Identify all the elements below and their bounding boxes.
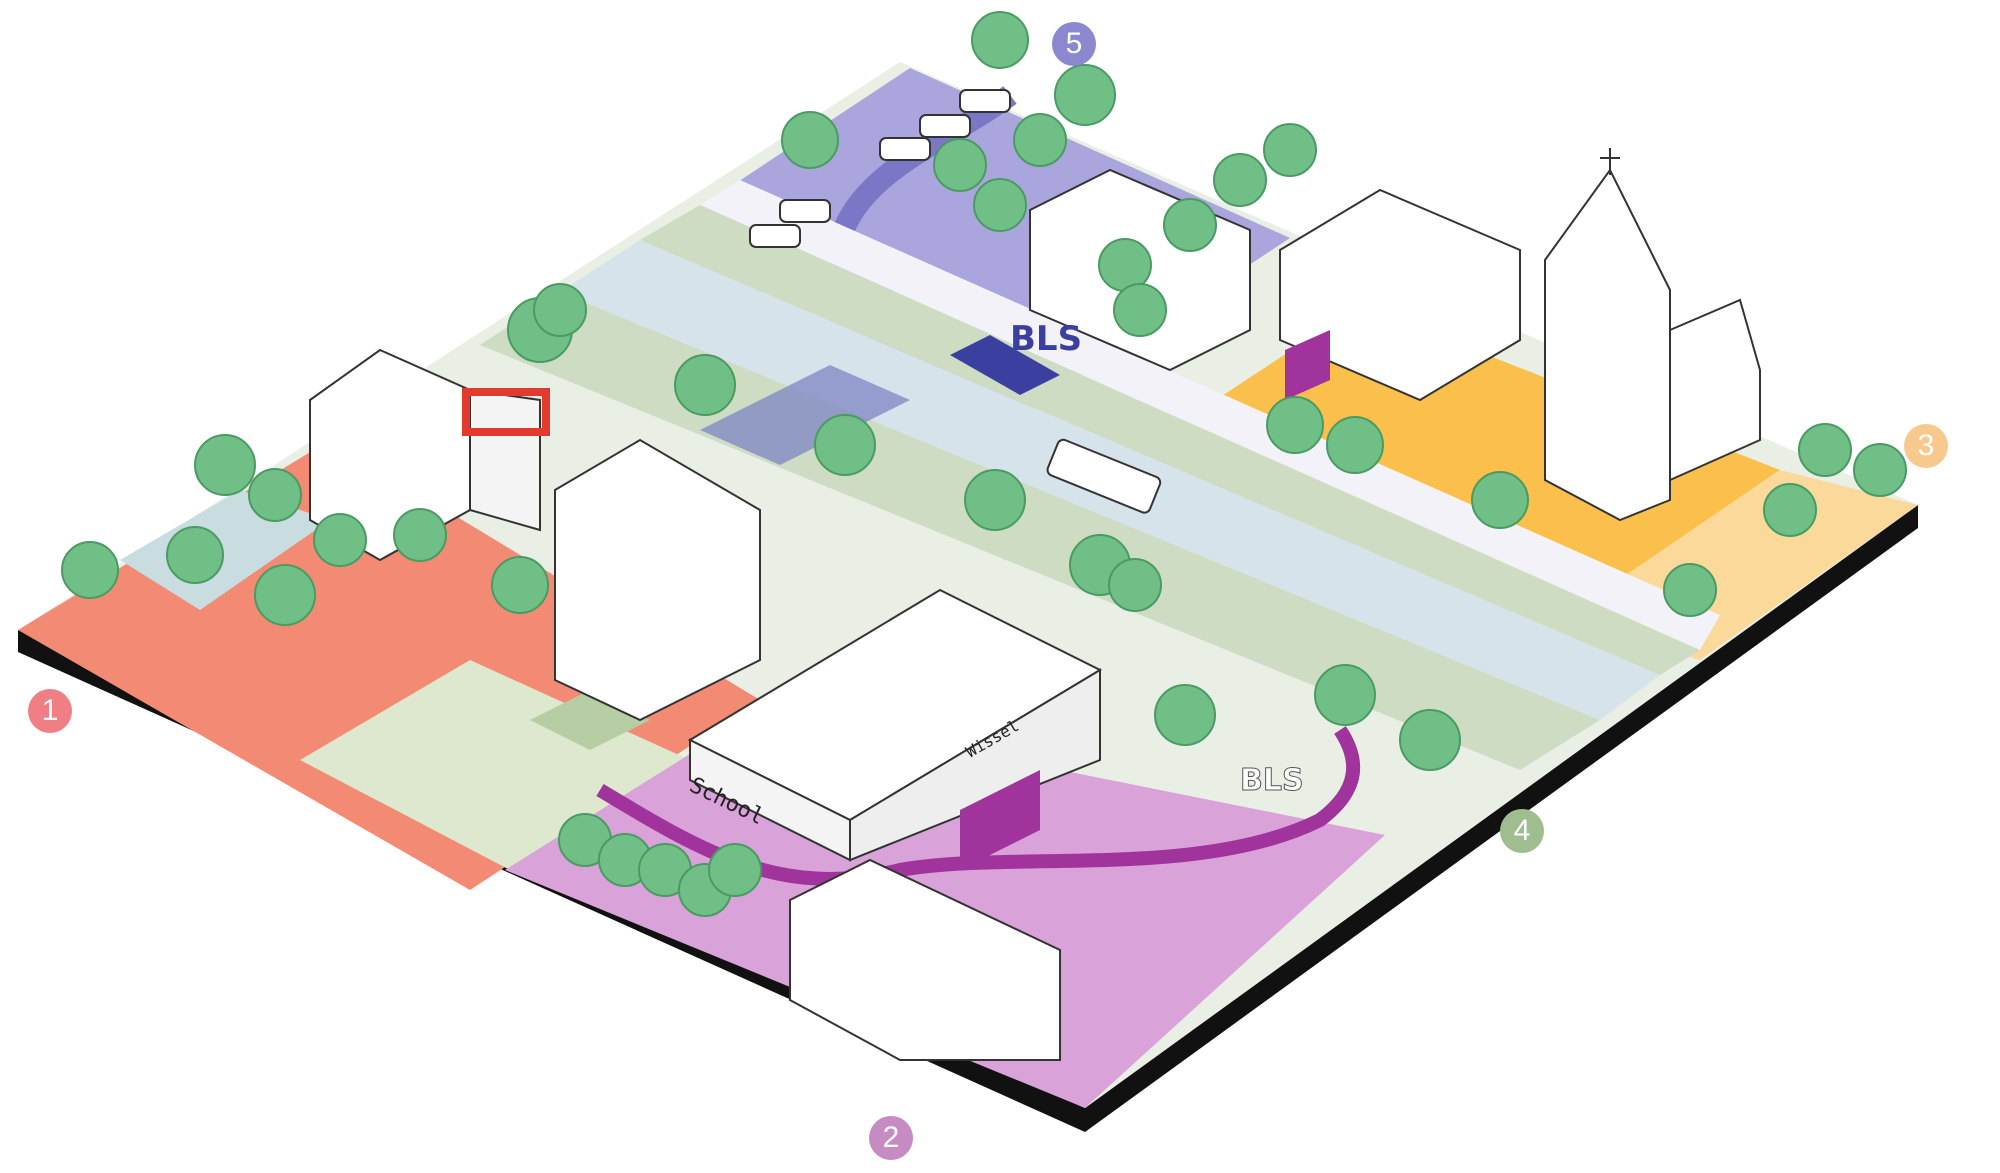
blue-crossing: [700, 365, 910, 465]
zone-badge-3: 3: [1904, 424, 1948, 468]
green-strip-lower: [640, 205, 1700, 675]
houses-left: [309, 348, 761, 722]
church: [1544, 148, 1761, 522]
school-building: School Wissel: [685, 588, 1103, 870]
bus: [1046, 438, 1162, 514]
zone-badge-1: 1: [28, 689, 72, 733]
zone-badge-2: 2: [869, 1116, 913, 1160]
parked-cars: [749, 89, 1011, 248]
bls-bay: [950, 335, 1060, 395]
zone-badge-5: 5: [1052, 22, 1096, 66]
house-bottom: [789, 858, 1061, 1061]
bls-square-label: BLS: [1010, 319, 1082, 359]
trees: [61, 11, 1907, 917]
white-road: [700, 180, 1720, 650]
bls-street-label: BLS: [1240, 763, 1304, 798]
zone-badge-4: 4: [1500, 809, 1544, 853]
